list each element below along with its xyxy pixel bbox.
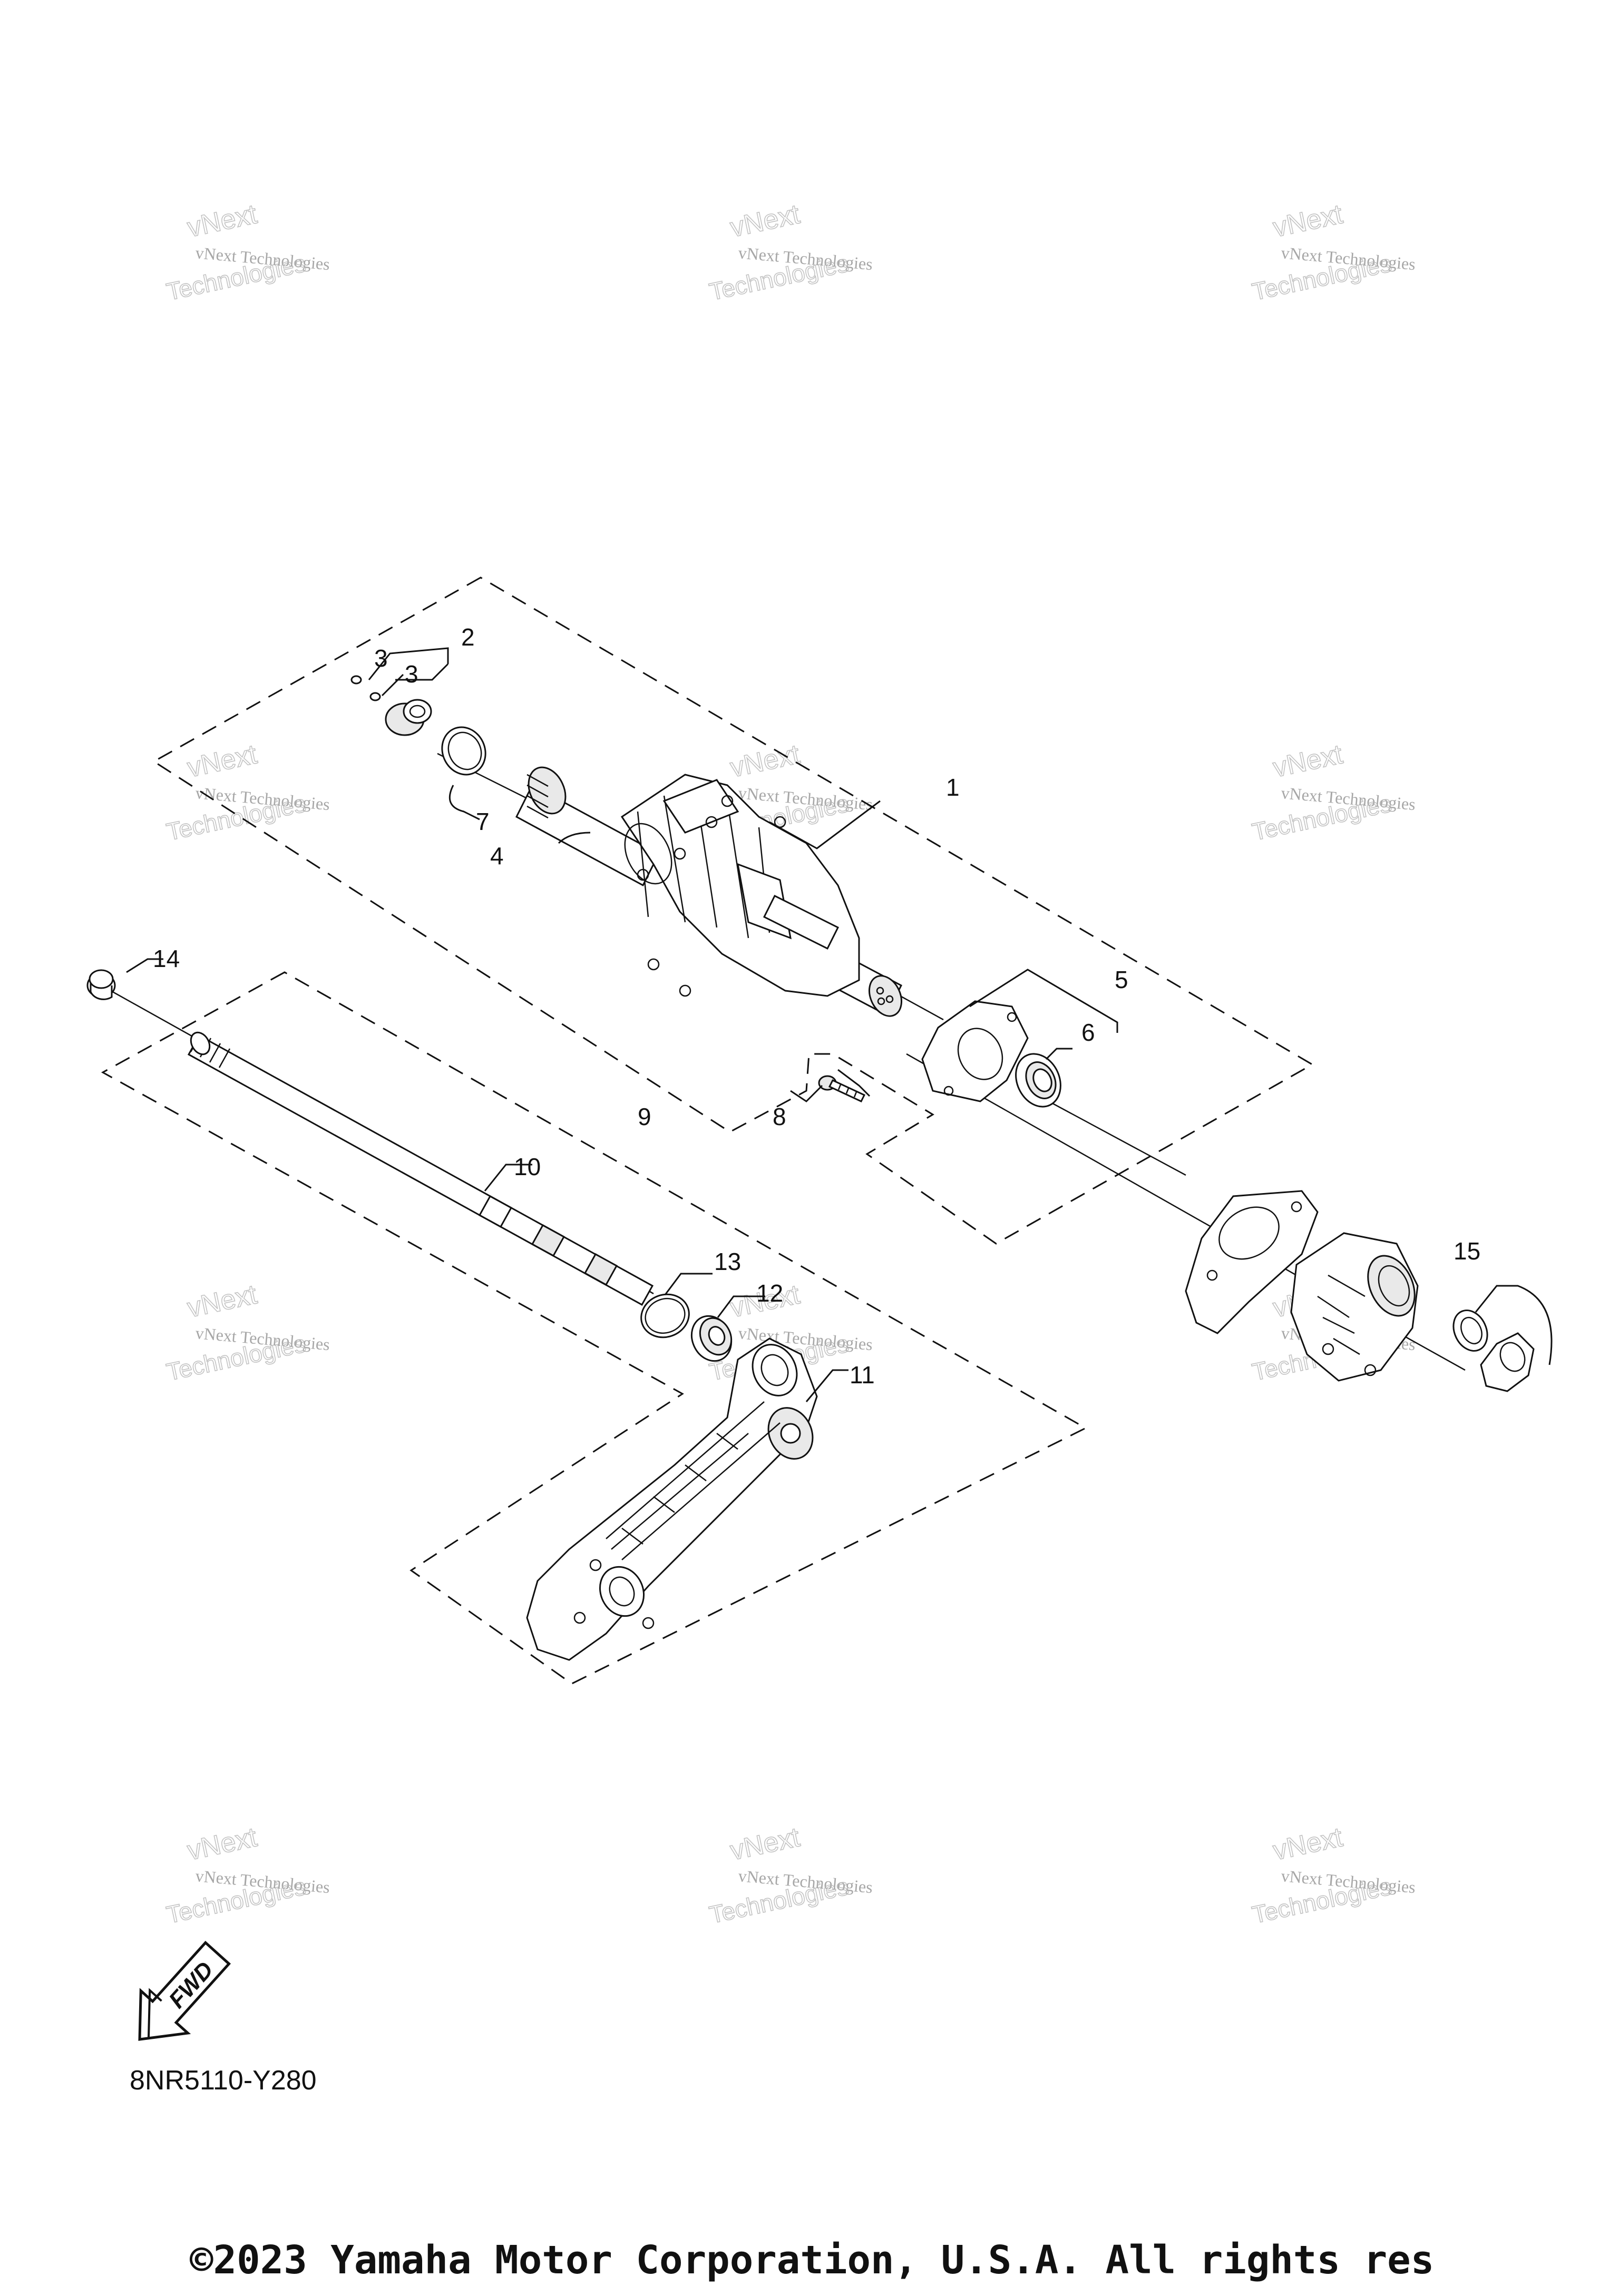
watermark-text: vNext bbox=[184, 1279, 260, 1323]
watermark: vNext vNext Technologies Technologies bbox=[706, 1821, 873, 1929]
watermark-text: vNext bbox=[184, 1822, 260, 1866]
drawing-code: 8NR5110-Y280 bbox=[130, 2065, 317, 2096]
callout-9: 9 bbox=[638, 1103, 651, 1130]
part-7-oring bbox=[441, 726, 486, 776]
fwd-arrow-icon: FWD bbox=[138, 1940, 231, 2041]
callout-1: 1 bbox=[946, 774, 960, 801]
watermark: vNext vNext Technologies Technologies bbox=[163, 1278, 330, 1386]
watermark-text: vNext bbox=[727, 1822, 803, 1866]
watermark: vNext vNext Technologies Technologies bbox=[1249, 1821, 1416, 1929]
part-2-cap bbox=[385, 699, 432, 736]
callout-4: 4 bbox=[490, 842, 504, 869]
callout-11: 11 bbox=[850, 1361, 875, 1389]
callout-3a: 3 bbox=[374, 644, 388, 672]
callout-2: 2 bbox=[461, 623, 475, 651]
callout-15: 15 bbox=[1454, 1237, 1480, 1265]
watermark: vNext vNext Technologies Technologies bbox=[1249, 738, 1416, 846]
callout-7: 7 bbox=[476, 808, 490, 835]
watermark: vNext vNext Technologies Technologies bbox=[163, 198, 330, 306]
part-11-bracket bbox=[526, 1337, 818, 1661]
watermark: vNext vNext Technologies Technologies bbox=[706, 198, 873, 306]
watermark-grid: vNext vNext Technologies Technologies vN… bbox=[163, 198, 1416, 1929]
part-12-bearing bbox=[690, 1315, 733, 1362]
housing-plate bbox=[1185, 1190, 1319, 1334]
callout-5: 5 bbox=[1115, 966, 1128, 993]
watermark-text: vNext bbox=[727, 739, 803, 783]
callout-12: 12 bbox=[756, 1279, 783, 1307]
watermark: vNext vNext Technologies Technologies bbox=[1249, 198, 1416, 306]
watermark-text: vNext bbox=[727, 199, 803, 243]
part-1-impeller-housing bbox=[620, 774, 860, 997]
assembly-9-boundary bbox=[101, 971, 1088, 1685]
callout-14: 14 bbox=[153, 945, 180, 972]
callout-8: 8 bbox=[773, 1103, 786, 1130]
watermark-text: vNext bbox=[1270, 739, 1345, 783]
watermark: vNext vNext Technologies Technologies bbox=[163, 738, 330, 846]
part-14-plug bbox=[86, 969, 116, 1000]
part-15-housing bbox=[1290, 1232, 1535, 1392]
watermark: vNext vNext Technologies Technologies bbox=[163, 1821, 330, 1929]
callout-13: 13 bbox=[714, 1248, 741, 1275]
callout-6: 6 bbox=[1081, 1019, 1095, 1046]
part-8-bolt bbox=[818, 1075, 866, 1102]
part-5-gasket bbox=[921, 1000, 1029, 1102]
part-6-seal bbox=[1015, 1053, 1061, 1108]
part-10-drive-shaft bbox=[187, 1031, 654, 1306]
copyright-notice: ©2023 Yamaha Motor Corporation, U.S.A. A… bbox=[190, 2238, 1435, 2283]
part-3-nipples bbox=[350, 675, 381, 701]
part-13-oring bbox=[640, 1293, 690, 1338]
leader-lines bbox=[126, 647, 1553, 1402]
watermark-text: vNext bbox=[184, 739, 260, 783]
callout-3b: 3 bbox=[405, 660, 418, 688]
watermark-text: vNext bbox=[1270, 199, 1345, 243]
callout-10: 10 bbox=[514, 1153, 541, 1180]
watermark-text: vNext bbox=[184, 199, 260, 243]
callouts: 1 2 3 3 4 5 6 7 8 9 10 11 12 13 14 15 bbox=[153, 623, 1480, 1389]
watermark-text: vNext bbox=[1270, 1822, 1345, 1866]
assembly-1-boundary bbox=[152, 577, 1314, 1245]
